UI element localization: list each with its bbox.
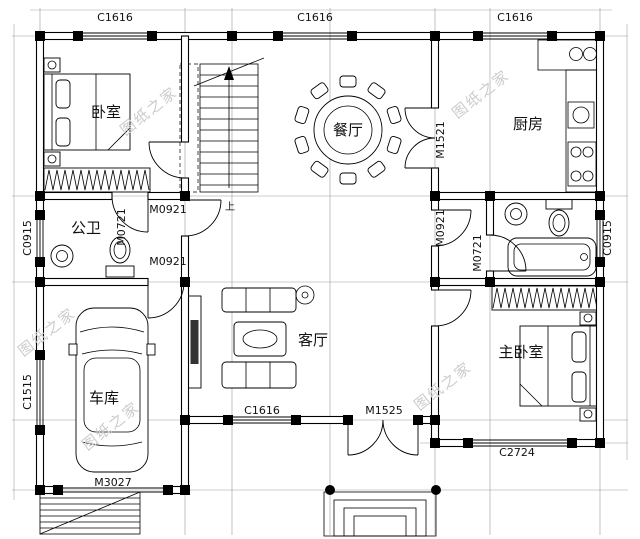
opening-label-living-window: C1616 — [244, 404, 280, 417]
room-label-bathroom: 公卫 — [71, 219, 101, 237]
structural-columns — [35, 31, 605, 495]
opening-label-hall-door-right: M0921 — [434, 209, 447, 247]
watermark-text: 图纸之家 — [449, 66, 514, 122]
bathroom-left-fixtures — [50, 236, 135, 278]
opening-label-hall-door-upper: M0921 — [149, 203, 187, 216]
room-label-garage: 车库 — [89, 389, 119, 407]
opening-label-left-window-lower: C1515 — [21, 374, 34, 410]
living-room-furniture — [187, 285, 315, 389]
watermark-text: 图纸之家 — [411, 358, 476, 414]
staircase — [179, 57, 265, 193]
opening-label-hall-door-lower: M0921 — [149, 255, 187, 268]
master-bedroom-furniture — [491, 285, 599, 422]
doors — [58, 107, 527, 493]
opening-label-master-window: C2724 — [499, 446, 535, 459]
garage-car — [68, 307, 156, 473]
dining-table — [294, 75, 402, 185]
opening-label-top-window-left: C1616 — [97, 11, 133, 24]
opening-label-left-window-upper: C0915 — [21, 220, 34, 256]
opening-label-top-window-right: C1616 — [497, 11, 533, 24]
garage-ramp — [39, 491, 141, 535]
entry-steps — [323, 491, 437, 537]
opening-label-kitchen-door: M1521 — [434, 121, 447, 159]
kitchen-fixtures — [537, 39, 598, 193]
room-label-master-bedroom: 主卧室 — [498, 343, 543, 361]
bathroom-right-fixtures — [504, 198, 597, 277]
room-label-bedroom: 卧室 — [91, 103, 121, 121]
opening-label-bath-door-right: M0721 — [471, 234, 484, 272]
bedroom-furniture — [43, 57, 151, 193]
opening-label-garage-door: M3027 — [94, 476, 132, 489]
room-label-kitchen: 厨房 — [513, 115, 543, 133]
windows — [36, 32, 604, 447]
opening-label-top-window-center: C1616 — [297, 11, 333, 24]
stair-up-label: 上 — [225, 201, 235, 213]
labels: 卧室 餐厅 厨房 公卫 客厅 车库 主卧室 C1616 C1616 C1616 … — [21, 11, 614, 489]
opening-label-bath-door-left: M0721 — [115, 208, 128, 246]
room-label-living: 客厅 — [298, 331, 328, 349]
room-label-dining: 餐厅 — [333, 121, 363, 139]
opening-label-right-window-upper: C0915 — [601, 220, 614, 256]
opening-label-entry-door: M1525 — [365, 404, 403, 417]
